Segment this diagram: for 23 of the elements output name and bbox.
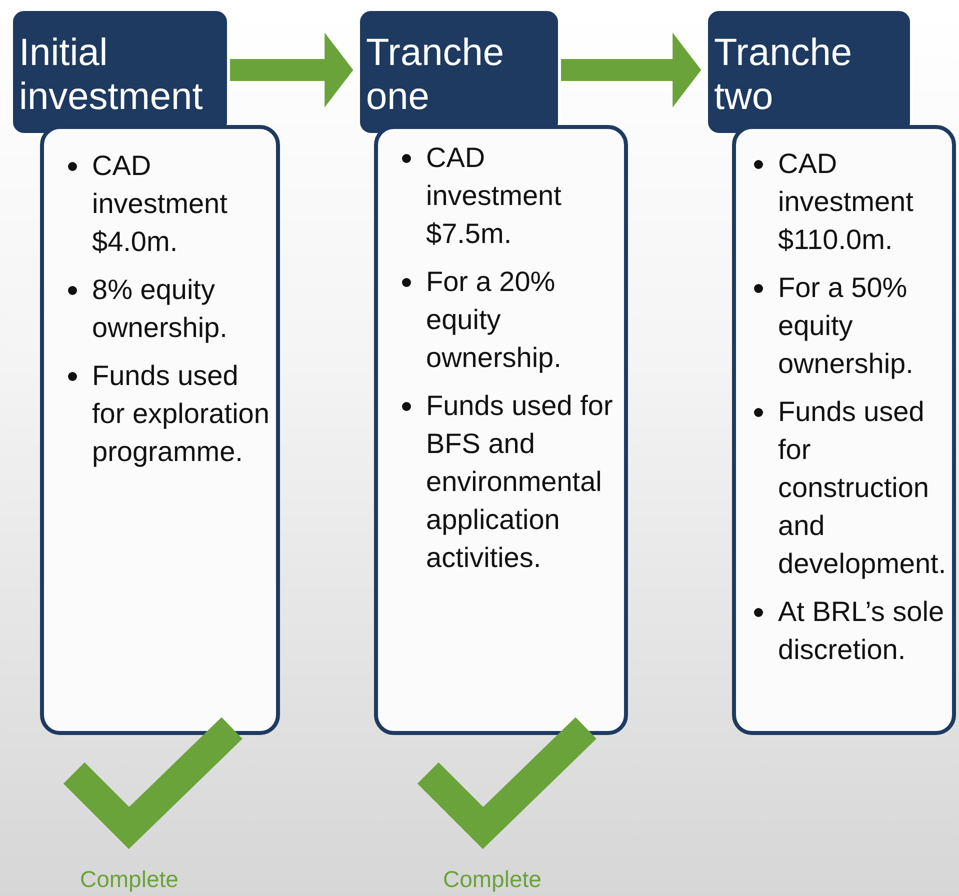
bullet-text: CAD investment $7.5m. bbox=[426, 142, 562, 249]
arrow bbox=[561, 32, 702, 108]
stage-title: Initial investment bbox=[19, 31, 204, 119]
bullet-text: CAD investment $110.0m. bbox=[778, 148, 914, 255]
bullet-text: At BRL’s sole discretion. bbox=[778, 596, 944, 665]
bullet-text: Funds used for construction and development. bbox=[778, 396, 946, 579]
bullet-text: For a 20% equity ownership. bbox=[426, 266, 562, 373]
stage-header-box bbox=[10, 8, 230, 136]
details-card bbox=[374, 125, 628, 735]
stage-title: Tranche two bbox=[714, 31, 853, 119]
status-label: Complete bbox=[80, 866, 178, 893]
stage-header-box bbox=[357, 8, 561, 136]
bullet-text: CAD investment $4.0m. bbox=[92, 150, 228, 257]
details-card bbox=[732, 125, 956, 735]
stage-header-box bbox=[705, 8, 913, 136]
bullet-text: For a 50% equity ownership. bbox=[778, 272, 914, 379]
bullet-text: 8% equity ownership. bbox=[92, 274, 228, 343]
status-label: Complete bbox=[443, 866, 542, 893]
stage-title: Tranche one bbox=[366, 31, 505, 119]
bullet-text: Funds used for BFS and environmental application activities. bbox=[426, 390, 613, 573]
bullet-text: Funds used for exploration programme. bbox=[92, 360, 270, 467]
arrow bbox=[230, 32, 354, 108]
details-card bbox=[40, 125, 280, 735]
